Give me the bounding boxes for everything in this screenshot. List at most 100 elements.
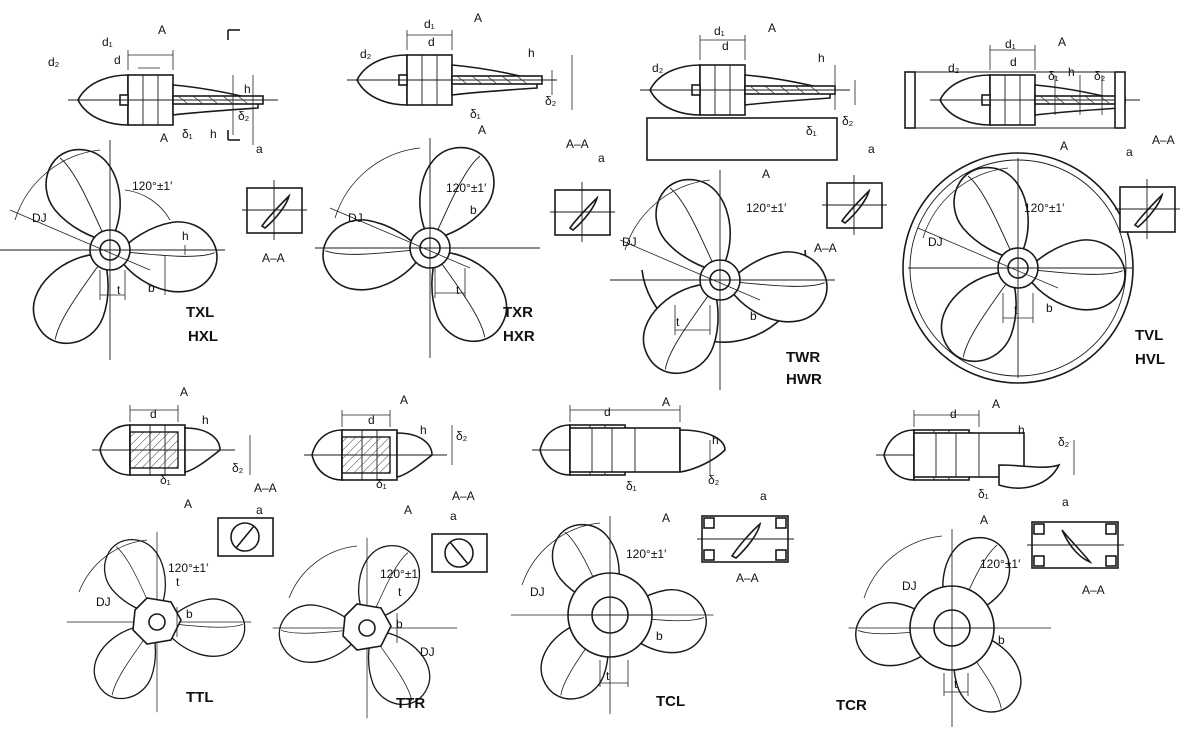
ttr-model-name: TTR bbox=[396, 695, 425, 712]
twr-side-view bbox=[639, 35, 856, 161]
ttl-section-mark-bottom: A bbox=[184, 497, 192, 511]
tvl-a-label: a bbox=[1126, 145, 1133, 159]
txl-section-mark-top: A bbox=[158, 23, 166, 37]
twr-delta2-label: δ₂ bbox=[842, 114, 854, 128]
ttl-b-label: b bbox=[186, 607, 193, 621]
txr-dj-label: DJ bbox=[348, 211, 363, 225]
txl-t-label: t bbox=[117, 283, 121, 297]
ttr-section-view bbox=[431, 533, 488, 573]
tvl-section-mark-top: A bbox=[1058, 35, 1066, 49]
figure-txl: d₁ d d₂ h δ₂ δ₁ h A A 120°±1′ DJ t b h a… bbox=[0, 23, 308, 360]
figure-tvl: d₁ d d₂ δ₁ h δ₂ A A 120°±1′ DJ t b a A–A… bbox=[902, 35, 1181, 384]
ttl-section-mark-top: A bbox=[180, 385, 188, 399]
tcr-model-name: TCR bbox=[836, 697, 867, 714]
tcl-section-mark-bottom: A bbox=[662, 511, 670, 525]
txl-d2-label: d₂ bbox=[48, 55, 60, 69]
ttr-delta1-label: δ₁ bbox=[376, 477, 387, 491]
tvl-t-label: t bbox=[1014, 303, 1018, 317]
twr-section-mark-top: A bbox=[768, 21, 776, 35]
txr-angle-label: 120°±1′ bbox=[446, 181, 487, 195]
twr-h-label: h bbox=[818, 51, 825, 65]
txr-d-label: d bbox=[428, 35, 435, 49]
ttr-section-mark-top: A bbox=[400, 393, 408, 407]
tcr-section-view-label: A–A bbox=[1082, 583, 1105, 597]
ttr-plan-view bbox=[269, 538, 457, 718]
txl-model-alt: HXL bbox=[188, 328, 218, 345]
txr-t-label: t bbox=[456, 283, 460, 297]
tcr-dj-label: DJ bbox=[902, 579, 917, 593]
tcl-a-label: a bbox=[760, 489, 767, 503]
twr-angle-label: 120°±1′ bbox=[746, 201, 787, 215]
twr-section-view-label-side: A–A bbox=[814, 241, 837, 255]
ttl-delta1-label: δ₁ bbox=[160, 473, 171, 487]
txr-d2-label: d₂ bbox=[360, 47, 372, 61]
tvl-delta1-label: δ₁ bbox=[1048, 69, 1059, 83]
tcl-angle-label: 120°±1′ bbox=[626, 547, 667, 561]
txl-dj-label: DJ bbox=[32, 211, 47, 225]
tcl-b-label: b bbox=[656, 629, 663, 643]
ttl-plan-view bbox=[67, 532, 255, 712]
twr-b-label: b bbox=[750, 309, 757, 323]
txl-delta1-label: δ₁ bbox=[182, 127, 193, 141]
ttl-angle-label: 120°±1′ bbox=[168, 561, 209, 575]
twr-delta1-label: δ₁ bbox=[806, 124, 817, 138]
txl-h-label-2: h bbox=[210, 127, 217, 141]
txr-model-alt: HXR bbox=[503, 328, 535, 345]
txr-delta2-label: δ₂ bbox=[545, 94, 557, 108]
tvl-b-label: b bbox=[1046, 301, 1053, 315]
ttr-b-label: b bbox=[396, 617, 403, 631]
twr-d2-label: d₂ bbox=[652, 61, 664, 75]
figure-tcl: d h δ₂ δ₁ A A 120°±1′ DJ t b bbox=[511, 395, 794, 714]
txl-delta2-label: δ₂ bbox=[238, 109, 250, 123]
tvl-d2-label: d₂ bbox=[948, 61, 960, 75]
ttl-a-label: a bbox=[256, 503, 263, 517]
tcr-section-mark-bottom: A bbox=[980, 513, 988, 527]
figure-tcr: d h δ₂ δ₁ A A 120°±1′ DJ t b bbox=[836, 397, 1124, 727]
txr-plan-view bbox=[311, 138, 540, 358]
txr-section-view bbox=[549, 181, 616, 243]
tcl-dj-label: DJ bbox=[530, 585, 545, 599]
ttl-delta-label: δ₂ bbox=[232, 461, 244, 475]
ttl-dj-label: DJ bbox=[96, 595, 111, 609]
tvl-d-label: d bbox=[1010, 55, 1017, 69]
txr-b-label: b bbox=[470, 203, 477, 217]
tvl-delta2-label: δ₂ bbox=[1094, 69, 1106, 83]
ttl-section-view bbox=[217, 517, 274, 557]
tcr-delta1-label: δ₁ bbox=[978, 487, 989, 501]
twr-dj-label: DJ bbox=[622, 235, 637, 249]
txl-section-mark-bottom: A bbox=[160, 131, 168, 145]
tcl-d-label: d bbox=[604, 405, 611, 419]
tvl-dj-label: DJ bbox=[928, 235, 943, 249]
txl-plan-view bbox=[0, 140, 229, 360]
txr-a-label: a bbox=[598, 151, 605, 165]
tvl-d1-label: d₁ bbox=[1005, 37, 1016, 51]
tcr-t-label: t bbox=[954, 677, 958, 691]
tcl-h-label: h bbox=[712, 433, 719, 447]
txr-side-view bbox=[346, 30, 573, 110]
tcr-angle-label: 120°±1′ bbox=[980, 557, 1021, 571]
tcr-d-label: d bbox=[950, 407, 957, 421]
tcl-section-mark-top: A bbox=[662, 395, 670, 409]
ttr-t-label: t bbox=[398, 585, 402, 599]
figure-twr: d₁ d d₂ h δ₂ δ₁ A A 120°±1′ DJ t b A–A a… bbox=[610, 21, 888, 390]
ttr-a-label: a bbox=[450, 509, 457, 523]
ttr-h-label: h bbox=[420, 423, 427, 437]
tvl-angle-label: 120°±1′ bbox=[1024, 201, 1065, 215]
tvl-side-view bbox=[904, 45, 1141, 129]
ttl-side-view bbox=[91, 405, 251, 476]
ttl-section-view-label: A–A bbox=[254, 481, 277, 495]
txl-h-plan-label: h bbox=[182, 229, 189, 243]
txl-d-label: d bbox=[114, 53, 121, 67]
tcl-delta-label: δ₂ bbox=[708, 473, 720, 487]
txr-delta1-label: δ₁ bbox=[470, 107, 481, 121]
twr-model-name: TWR bbox=[786, 349, 820, 366]
tcr-delta-label: δ₂ bbox=[1058, 435, 1070, 449]
tvl-model-alt: HVL bbox=[1135, 351, 1165, 368]
txl-model-name: TXL bbox=[186, 304, 214, 321]
twr-section-mark-bottom: A bbox=[762, 167, 770, 181]
ttl-model-name: TTL bbox=[186, 689, 214, 706]
tcr-section-view bbox=[1027, 521, 1124, 569]
twr-a-label: a bbox=[868, 142, 875, 156]
txl-section-view-label: A–A bbox=[262, 251, 285, 265]
txl-section-view bbox=[241, 179, 308, 241]
